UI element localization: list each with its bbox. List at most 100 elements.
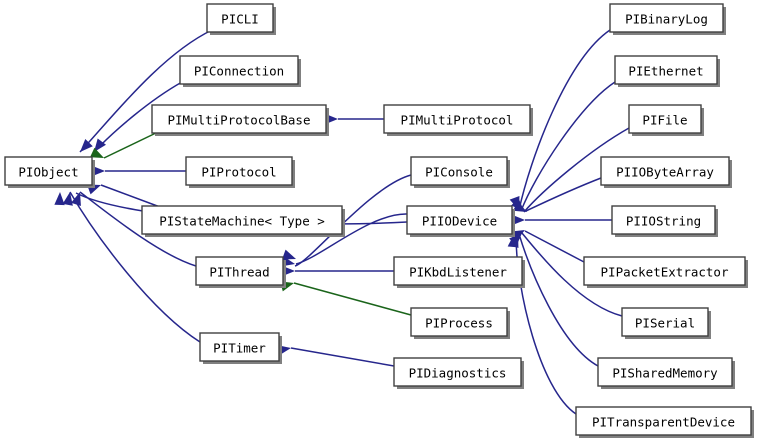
class-node-box[interactable] [611,205,716,235]
inheritance-edge [79,29,213,153]
class-node-label: PIPacketExtractor [601,265,729,280]
class-node-pitimer[interactable]: PITimer [199,332,282,364]
inheritance-edge [295,213,408,265]
inheritance-arrowhead [92,165,105,177]
inheritance-edge [525,177,602,212]
class-node-box[interactable] [614,55,718,85]
class-node-hitarea[interactable] [394,358,521,386]
class-node-label: PIConnection [194,64,284,79]
class-node-box[interactable] [597,357,733,387]
class-node-piconnection[interactable]: PIConnection [179,55,301,87]
class-node-hitarea[interactable] [207,4,273,32]
class-node-box[interactable] [179,55,299,85]
class-node-label: PITransparentDevice [592,415,735,430]
arrowheads-layer [54,113,527,356]
class-node-hitarea[interactable] [152,105,326,133]
class-node-pistatemachine[interactable]: PIStateMachine< Type > [141,205,345,237]
class-node-label: PIObject [18,165,78,180]
class-node-box[interactable] [393,256,523,286]
class-node-box[interactable] [199,332,280,362]
class-node-label: PIIOString [626,214,701,229]
class-node-label: PIConsole [425,165,493,180]
class-node-hitarea[interactable] [407,206,512,234]
class-node-piprotocol[interactable]: PIProtocol [185,156,295,188]
class-node-hitarea[interactable] [5,157,92,185]
class-node-box[interactable] [583,256,746,286]
class-node-hitarea[interactable] [411,308,507,336]
class-node-hitarea[interactable] [196,257,283,285]
class-node-piiobytearray[interactable]: PIIOByteArray [600,156,732,188]
class-node-pitransparentdevice[interactable]: PITransparentDevice [575,406,754,438]
class-node-box[interactable] [628,104,702,134]
class-node-box[interactable] [206,3,274,33]
inheritance-arrowhead [282,249,296,260]
class-node-box[interactable] [393,357,522,387]
class-node-hitarea[interactable] [411,157,507,185]
class-node-box[interactable] [410,307,508,337]
class-node-hitarea[interactable] [180,56,298,84]
class-node-label: PIBinaryLog [625,12,708,27]
class-node-piconsole[interactable]: PIConsole [410,156,510,188]
class-node-hitarea[interactable] [384,105,530,133]
class-node-pifile[interactable]: PIFile [628,104,704,136]
class-node-box[interactable] [406,205,513,235]
inheritance-edge [100,184,161,208]
class-node-hitarea[interactable] [612,206,715,234]
inheritance-edge [523,127,630,213]
class-node-box[interactable] [575,406,752,436]
class-node-box[interactable] [609,3,724,33]
class-node-pimultiprotocolbase[interactable]: PIMultiProtocolBase [151,104,329,136]
class-node-hitarea[interactable] [200,333,279,361]
inheritance-edge [79,191,197,267]
class-node-hitarea[interactable] [629,105,701,133]
class-node-box[interactable] [410,156,508,186]
inheritance-arrowhead [80,139,93,152]
class-node-hitarea[interactable] [598,358,732,386]
class-node-box[interactable] [621,307,709,337]
class-node-hitarea[interactable] [615,56,717,84]
class-node-pipacketextractor[interactable]: PIPacketExtractor [583,256,748,288]
inheritance-edge [521,232,623,317]
inheritance-edge [518,29,611,211]
class-node-hitarea[interactable] [601,157,729,185]
class-node-box[interactable] [195,256,284,286]
inheritance-edge [290,347,395,367]
class-node-hitarea[interactable] [142,206,342,234]
class-node-piobject[interactable]: PIObject [4,156,95,188]
class-node-piiostring[interactable]: PIIOString [611,205,718,237]
class-node-label: PICLI [221,12,259,27]
class-node-pikbdlistener[interactable]: PIKbdListener [393,256,525,288]
class-node-box[interactable] [185,156,293,186]
class-node-hitarea[interactable] [584,257,745,285]
class-node-piethernet[interactable]: PIEthernet [614,55,720,87]
class-node-pibinarylog[interactable]: PIBinaryLog [609,3,726,35]
class-node-label: PIKbdListener [409,265,507,280]
class-node-box[interactable] [141,205,343,235]
class-node-piserial[interactable]: PISerial [621,307,711,339]
class-node-hitarea[interactable] [610,4,723,32]
class-node-piiodevice[interactable]: PIIODevice [406,205,515,237]
class-node-label: PIIOByteArray [616,165,714,180]
class-node-box[interactable] [600,156,730,186]
class-node-pithread[interactable]: PIThread [195,256,286,288]
class-node-piprocess[interactable]: PIProcess [410,307,510,339]
class-node-picli[interactable]: PICLI [206,3,276,35]
class-node-label: PISharedMemory [612,366,718,381]
class-node-pidiagnostics[interactable]: PIDiagnostics [393,357,524,389]
class-node-hitarea[interactable] [186,157,292,185]
class-node-hitarea[interactable] [622,308,708,336]
class-node-pisharedmemory[interactable]: PISharedMemory [597,357,735,389]
class-node-label: PIProcess [425,316,493,331]
class-node-hitarea[interactable] [394,257,522,285]
class-node-label: PIMultiProtocol [401,113,514,128]
class-node-hitarea[interactable] [576,407,751,435]
inheritance-edge [520,81,616,212]
class-node-box[interactable] [151,104,327,134]
class-node-box[interactable] [4,156,93,186]
class-node-label: PIProtocol [201,165,276,180]
class-node-box[interactable] [383,104,531,134]
class-node-pimultiprotocol[interactable]: PIMultiProtocol [383,104,533,136]
inheritance-edge [69,191,201,343]
